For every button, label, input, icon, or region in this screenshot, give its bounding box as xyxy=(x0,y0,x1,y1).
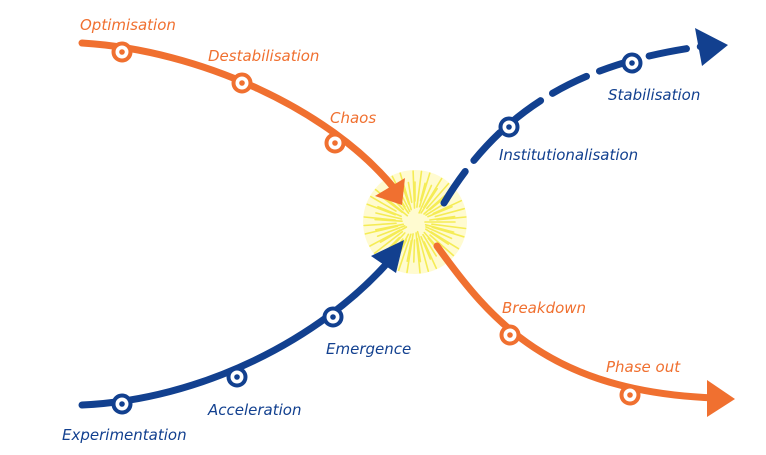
node-acceleration xyxy=(226,366,248,388)
burst-ray xyxy=(406,239,413,263)
label-institutionalisation: Institutionalisation xyxy=(499,146,638,164)
burst-ray xyxy=(429,215,456,221)
burst-ray xyxy=(423,177,443,209)
node-optimisation xyxy=(111,41,133,63)
label-experimentation: Experimentation xyxy=(62,426,187,444)
label-emergence: Emergence xyxy=(326,340,411,358)
label-destabilisation: Destabilisation xyxy=(208,47,319,65)
node-institutionalisation xyxy=(498,116,520,138)
burst-ray xyxy=(363,216,396,221)
burst-ray xyxy=(406,233,414,274)
burst-ray xyxy=(407,181,413,204)
burst-ray xyxy=(418,184,433,214)
burst-ray xyxy=(364,225,399,235)
burst-ray xyxy=(377,205,402,218)
burst-ray xyxy=(434,207,466,218)
burst-ray xyxy=(379,226,408,243)
burst-ray xyxy=(363,222,397,227)
node-emergence xyxy=(322,306,344,328)
burst-ray xyxy=(430,231,460,250)
burst-ray xyxy=(373,231,404,254)
orange-breakdown-curve xyxy=(433,242,735,417)
label-acceleration: Acceleration xyxy=(207,401,301,419)
burst-ray xyxy=(423,194,446,215)
stabilisation-dashed-line xyxy=(440,42,709,207)
burst-ray xyxy=(425,182,450,210)
burst-ray xyxy=(431,223,467,230)
burst-ray xyxy=(369,229,401,247)
burst-ray xyxy=(397,233,412,272)
burst-ray xyxy=(369,195,397,212)
burst-ray xyxy=(427,205,453,218)
emergence-arrowhead xyxy=(371,240,404,273)
burst-ray xyxy=(416,230,430,273)
breakdown-line xyxy=(433,242,719,402)
node-phase-out xyxy=(619,384,641,406)
burst-ray xyxy=(418,172,431,208)
stabilisation-arrowhead xyxy=(695,28,728,66)
label-chaos: Chaos xyxy=(330,109,376,127)
burst-ray xyxy=(366,203,397,216)
burst-ray xyxy=(424,228,450,245)
burst-ray xyxy=(412,170,416,209)
phase-out-arrowhead xyxy=(707,380,735,417)
burst-ray xyxy=(374,218,403,222)
burst-ray xyxy=(374,223,405,231)
node-breakdown xyxy=(499,324,521,346)
burst-ray xyxy=(420,236,432,260)
blue-stabilisation-curve xyxy=(440,28,728,207)
burst-ray xyxy=(419,182,426,202)
burst-ray xyxy=(375,212,403,220)
node-stabilisation xyxy=(621,52,643,74)
burst-ray xyxy=(416,170,423,208)
node-destabilisation xyxy=(231,72,253,94)
burst-ray xyxy=(423,241,438,270)
burst-ray xyxy=(425,226,453,240)
label-breakdown: Breakdown xyxy=(502,299,586,317)
burst-ray xyxy=(376,225,406,237)
burst-ray xyxy=(399,172,413,211)
burst-ray xyxy=(431,226,465,238)
burst-ray xyxy=(436,216,467,221)
burst-ray xyxy=(429,234,455,257)
burst-ray xyxy=(415,232,421,274)
node-chaos xyxy=(324,132,346,154)
label-optimisation: Optimisation xyxy=(80,16,176,34)
label-stabilisation: Stabilisation xyxy=(608,86,700,104)
decline-arrowhead xyxy=(375,178,405,205)
burst-ray xyxy=(422,233,438,257)
label-phase-out: Phase out xyxy=(606,358,681,376)
node-experimentation xyxy=(111,393,133,415)
burst-ray xyxy=(412,239,416,263)
burst-ray xyxy=(420,187,439,214)
burst-ray xyxy=(432,199,463,215)
burst-ray xyxy=(424,224,455,233)
